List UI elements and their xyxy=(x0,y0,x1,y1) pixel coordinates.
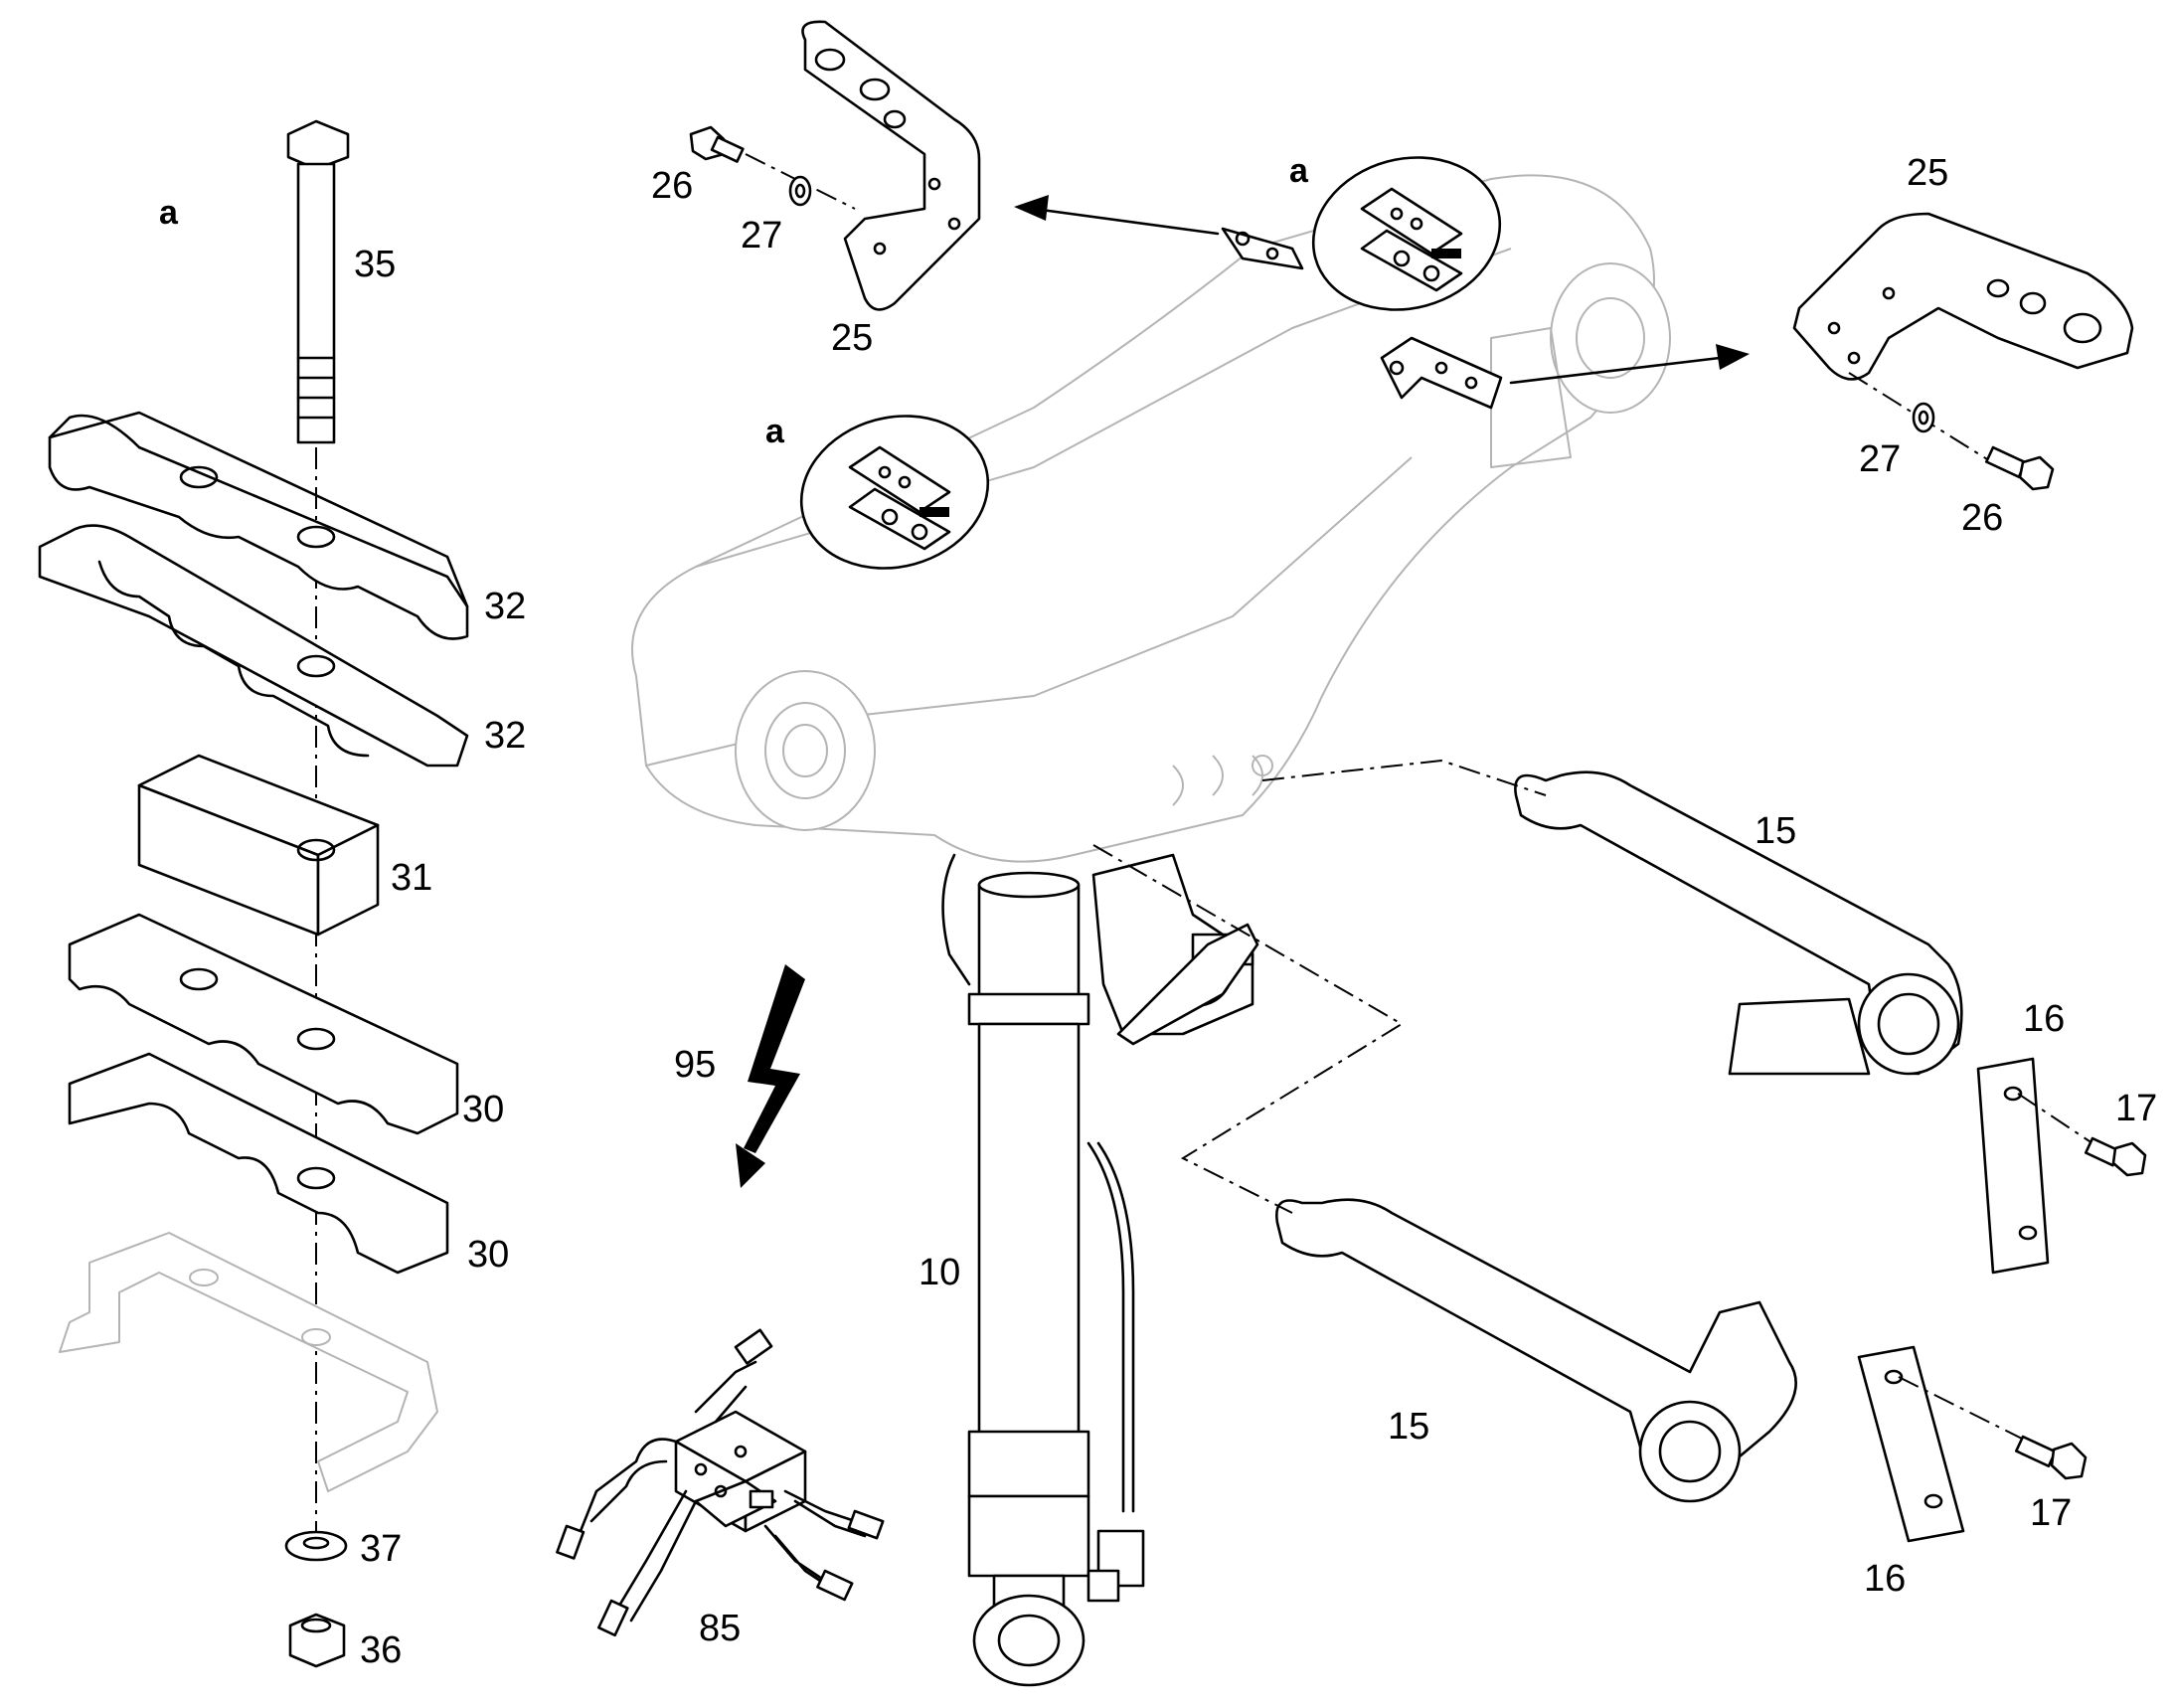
bolt-17-axis-upper xyxy=(2017,1093,2093,1144)
label-25-upper: 25 xyxy=(831,317,873,359)
label-36: 36 xyxy=(360,1629,402,1671)
plate-16-upper xyxy=(1976,1057,2050,1275)
label-26-upper: 26 xyxy=(651,165,693,207)
arrows xyxy=(1014,195,1750,385)
label-25-right: 25 xyxy=(1907,152,1948,194)
pin-15-upper xyxy=(1514,770,1963,1076)
label-37: 37 xyxy=(360,1528,402,1570)
plate-16-lower xyxy=(1857,1345,1965,1543)
label-17-upper: 17 xyxy=(2115,1088,2157,1129)
washer-27-right xyxy=(1912,402,1935,433)
label-15-upper: 15 xyxy=(1755,810,1796,852)
label-16-upper: 16 xyxy=(2023,998,2065,1040)
valve-assembly-85 xyxy=(556,1328,885,1637)
bolt-35 xyxy=(286,119,350,444)
label-30-upper: 30 xyxy=(462,1089,504,1130)
label-26-right: 26 xyxy=(1961,497,2003,539)
label-85: 85 xyxy=(699,1608,741,1649)
clamp-half-30-upper xyxy=(68,913,459,1135)
electrical-symbol-95 xyxy=(736,964,805,1188)
clamp-stack xyxy=(38,119,469,1668)
detail-marker-upper: a xyxy=(1289,152,1309,190)
clamp-half-32-upper xyxy=(48,411,469,640)
label-95: 95 xyxy=(674,1044,716,1086)
bracket-25-upper xyxy=(801,20,981,311)
valve-manifold-top xyxy=(1091,853,1259,1046)
hydraulic-cylinder-10 xyxy=(941,853,1145,1687)
clamp-half-30-lower xyxy=(68,1052,449,1275)
label-10: 10 xyxy=(919,1252,960,1293)
frame-bracket-small-right xyxy=(1380,336,1503,410)
nut-36 xyxy=(288,1613,346,1668)
label-35: 35 xyxy=(354,244,396,285)
label-15-lower: 15 xyxy=(1388,1406,1429,1448)
label-30-lower: 30 xyxy=(467,1234,509,1276)
bolt-26-right xyxy=(1984,445,2055,491)
bolt-26-upper xyxy=(689,125,745,163)
washer-37 xyxy=(284,1530,348,1562)
detail-callout-upper xyxy=(1311,156,1502,311)
bolt-17-lower xyxy=(2014,1435,2088,1480)
base-bracket-ghost xyxy=(59,1232,438,1492)
part-labels: a a a 35 32 32 31 30 30 37 36 26 27 25 2… xyxy=(159,152,2157,1671)
pin-15-lower xyxy=(1274,1198,1797,1503)
frame-bracket-small-left xyxy=(1221,227,1304,270)
label-32-lower: 32 xyxy=(484,715,526,757)
bolt-17-axis-lower xyxy=(1898,1376,2029,1443)
bolt-17-upper xyxy=(2084,1136,2147,1177)
label-27-right: 27 xyxy=(1859,438,1901,480)
label-31: 31 xyxy=(391,857,432,899)
clamp-half-32-lower xyxy=(38,524,469,768)
detail-marker-clamp: a xyxy=(159,194,179,232)
boom-frame-ghost xyxy=(631,174,1671,863)
detail-callout-lower xyxy=(799,415,990,570)
label-17-lower: 17 xyxy=(2030,1492,2072,1534)
label-27-upper: 27 xyxy=(741,215,782,256)
bracket-25-right xyxy=(1792,212,2134,381)
washer-27-upper xyxy=(788,175,812,207)
spacer-block-31 xyxy=(137,754,380,937)
pin-leader-lines xyxy=(1092,759,1547,1214)
label-16-lower: 16 xyxy=(1864,1558,1906,1600)
label-32-upper: 32 xyxy=(484,586,526,627)
detail-marker-lower: a xyxy=(765,413,785,450)
